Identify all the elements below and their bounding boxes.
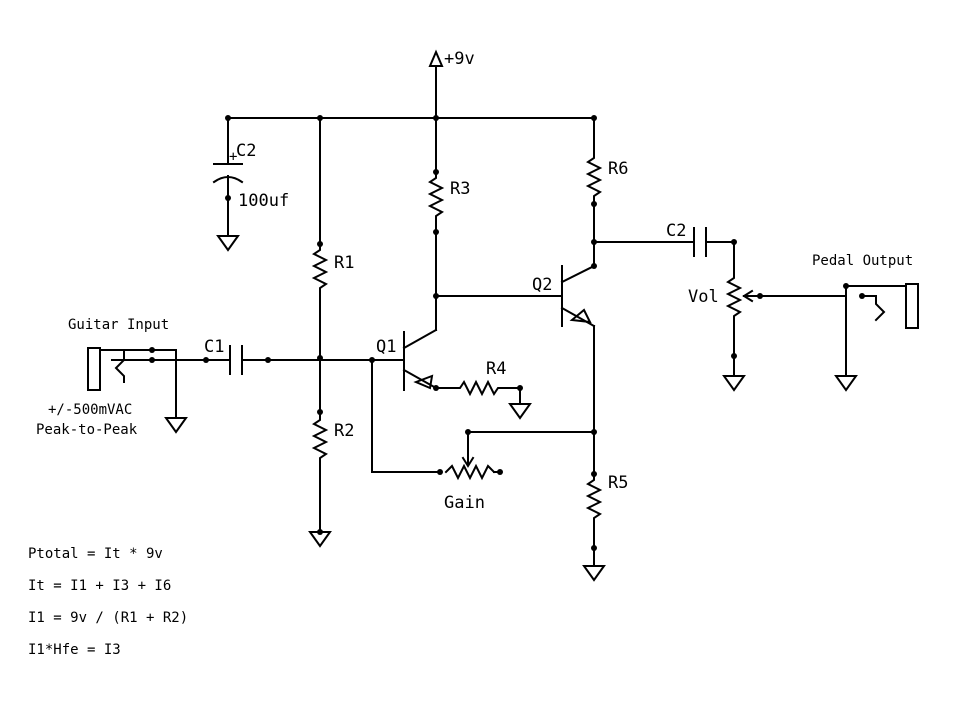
resistor-r5: R5 <box>582 325 628 582</box>
r6-ref: R6 <box>608 159 628 179</box>
input-spec-1: +/-500mVAC <box>48 402 132 418</box>
output-label: Pedal Output <box>812 253 913 269</box>
note-line-3: I1 = 9v / (R1 + R2) <box>28 610 188 626</box>
supply-9v: +9v <box>428 49 475 119</box>
c1-ref: C1 <box>204 337 224 357</box>
capacitor-c2-output: C2 <box>593 221 735 257</box>
transistor-q1: Q1 <box>371 295 438 391</box>
resistor-r2: R2 <box>308 357 354 548</box>
c2-supply-ref: C2 <box>236 141 256 161</box>
c2-supply-value: 100uf <box>238 191 289 211</box>
c2-output-ref: C2 <box>666 221 686 241</box>
output-jack: Pedal Output <box>812 253 919 392</box>
supply-label: +9v <box>444 49 475 69</box>
potentiometer-gain: Gain <box>371 359 595 513</box>
r4-ref: R4 <box>486 359 506 379</box>
note-line-4: I1*Hfe = I3 <box>28 642 121 658</box>
potentiometer-volume: Vol <box>688 241 847 392</box>
r2-ref: R2 <box>334 421 354 441</box>
q2-ref: Q2 <box>532 275 552 295</box>
r1-ref: R1 <box>334 253 354 273</box>
junction-dots <box>149 115 865 551</box>
input-jack: Guitar Input +/-500mVAC Peak-to-Peak <box>36 317 207 438</box>
input-label: Guitar Input <box>68 317 169 333</box>
vol-label: Vol <box>688 287 719 307</box>
resistor-r1: R1 <box>311 117 354 359</box>
r5-ref: R5 <box>608 473 628 493</box>
r3-ref: R3 <box>450 179 470 199</box>
polarity-plus: + <box>229 149 237 165</box>
note-line-2: It = I1 + I3 + I6 <box>28 578 171 594</box>
resistor-r6: R6 <box>585 117 628 267</box>
note-line-1: Ptotal = It * 9v <box>28 546 163 562</box>
power-notes: Ptotal = It * 9v It = I1 + I3 + I6 I1 = … <box>28 546 188 658</box>
q1-ref: Q1 <box>376 337 396 357</box>
resistor-r4: R4 <box>435 359 532 420</box>
transistor-q2: Q2 <box>435 264 596 328</box>
input-spec-2: Peak-to-Peak <box>36 422 138 438</box>
capacitor-c1: C1 <box>204 337 373 375</box>
resistor-r3: R3 <box>427 117 470 297</box>
capacitor-c2-supply: + C2 100uf <box>212 117 289 252</box>
gain-label: Gain <box>444 493 485 513</box>
